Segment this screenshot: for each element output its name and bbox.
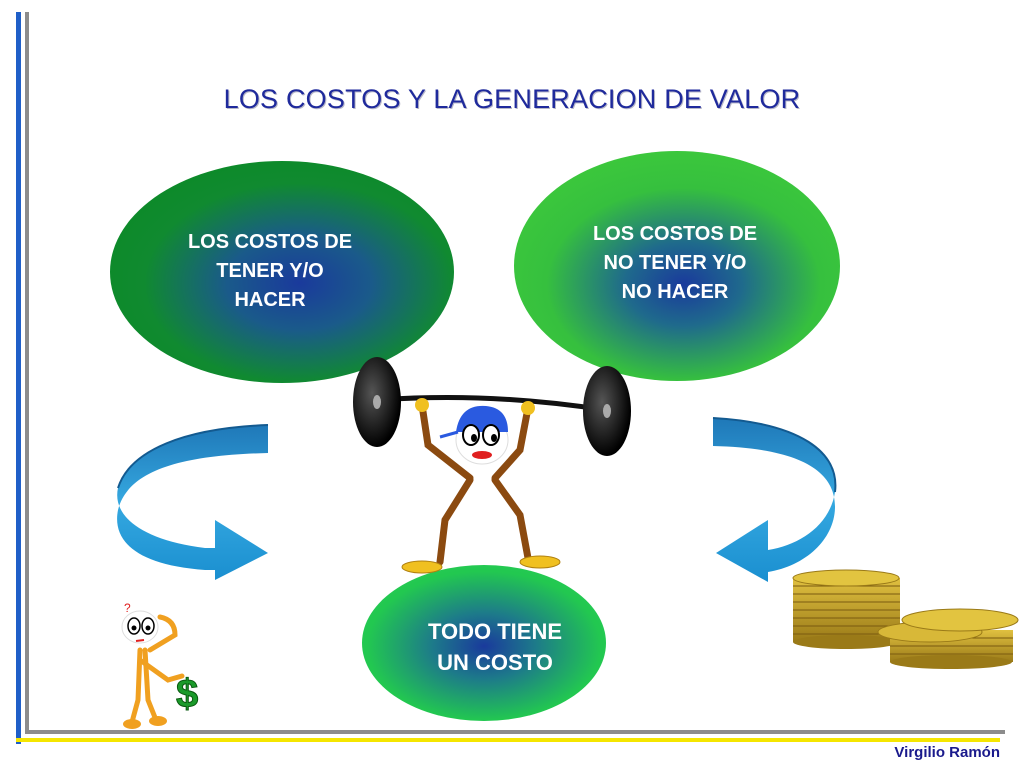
- left-curved-arrow: [117, 424, 269, 580]
- ellipse-label-line: UN COSTO: [437, 650, 553, 675]
- ellipse-label-line: TENER Y/O: [216, 260, 324, 282]
- ellipse-costs-having: [110, 161, 454, 383]
- weightlifter-figure: [353, 357, 631, 574]
- ellipse-label-line: TODO TIENE: [427, 619, 563, 644]
- ellipse-costs-not-having-label: LOS COSTOS DE NO TENER Y/O NO HACER: [555, 220, 795, 307]
- ellipse-costs-not-having: [514, 151, 840, 381]
- slide-title: LOS COSTOS Y LA GENERACION DE VALOR: [223, 84, 801, 114]
- author-footer: Virgilio Ramón: [894, 744, 1000, 761]
- right-curved-arrow: [712, 417, 837, 582]
- left-border-blue: [16, 12, 21, 744]
- left-border-gray: [25, 12, 29, 734]
- thinker-figure: ? $: [121, 601, 199, 729]
- bottom-border-gray: [25, 730, 1005, 734]
- ellipse-label-line: HACER: [234, 289, 306, 311]
- ellipse-everything-costs-label: TODO TIENE UN COSTO: [390, 616, 600, 678]
- ellipse-label-line: NO HACER: [621, 281, 729, 303]
- ellipse-label-line: NO TENER Y/O: [603, 252, 747, 274]
- ellipse-label-line: LOS COSTOS DE: [592, 223, 758, 245]
- ellipse-everything-costs: [362, 565, 606, 721]
- ellipse-label-line: LOS COSTOS DE: [187, 231, 353, 253]
- dollar-sign-icon: $: [176, 672, 198, 716]
- ellipse-costs-having-label: LOS COSTOS DE TENER Y/O HACER: [150, 228, 390, 315]
- question-mark: ?: [124, 601, 131, 615]
- coin-stacks-icon: [792, 569, 1019, 669]
- bottom-border-yellow: [16, 738, 1000, 742]
